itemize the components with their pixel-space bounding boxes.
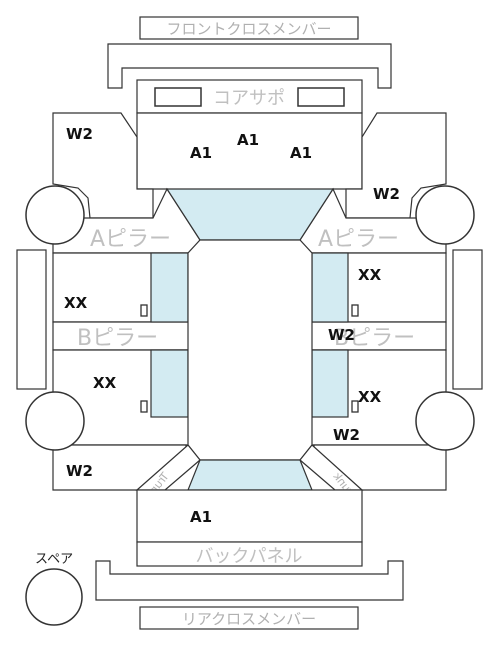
- wheel-rear-right: [415, 391, 475, 451]
- mark-w2-rear-left-quarter: W2: [66, 462, 93, 480]
- mark-w2-front-left-fender: W2: [66, 125, 93, 143]
- mark-w2-b-pillar-right: W2: [328, 326, 355, 344]
- wheel-front-left: [25, 185, 85, 245]
- trunk-lid: [136, 489, 363, 543]
- core-support-right-slot: [297, 87, 345, 107]
- front-cross-member: フロントクロスメンバー: [139, 16, 359, 40]
- mark-a1-trunk: A1: [190, 508, 212, 526]
- wheel-rear-left: [25, 391, 85, 451]
- b-pillar-left-label: Bピラー: [77, 326, 158, 351]
- spare-label: スペア: [35, 552, 73, 567]
- mark-w2-rear-right-quarter: W2: [333, 426, 360, 444]
- window-rear-left: [150, 349, 189, 418]
- spare-wheel: [25, 568, 83, 626]
- door-handle-front-left: [140, 304, 148, 317]
- mark-xx-rear-left-door: XX: [93, 374, 117, 392]
- rear-bumper-outline: [95, 560, 404, 601]
- mark-xx-front-left-door: XX: [64, 294, 88, 312]
- a-pillar-left-label: Aピラー: [90, 227, 171, 252]
- mark-a1-hood-left: A1: [190, 144, 212, 162]
- rear-cross-member-label: リアクロスメンバー: [182, 610, 316, 628]
- front-cross-member-label: フロントクロスメンバー: [166, 20, 331, 38]
- window-front-right: [311, 252, 349, 323]
- mark-a1-hood-right: A1: [290, 144, 312, 162]
- a-pillar-right-label: Aピラー: [318, 227, 399, 252]
- core-support-left-slot: [154, 87, 202, 107]
- back-panel-label: バックパネル: [195, 546, 302, 567]
- door-handle-rear-right: [351, 400, 359, 413]
- front-bumper-outline: [107, 43, 392, 89]
- rear-cross-member: リアクロスメンバー: [139, 606, 359, 630]
- mark-w2-front-right-fender: W2: [373, 185, 400, 203]
- window-rear-right: [311, 349, 349, 418]
- mark-xx-front-right-door: XX: [358, 266, 382, 284]
- window-front-left: [150, 252, 189, 323]
- back-panel: バックパネル: [136, 541, 363, 567]
- door-handle-rear-left: [140, 400, 148, 413]
- spare-tire: スペア: [25, 552, 83, 626]
- core-support: コアサポ: [136, 79, 363, 114]
- rocker-right: [452, 249, 483, 390]
- rear-window: [187, 459, 313, 491]
- b-pillar-right-label: Bピラー: [334, 326, 415, 351]
- mark-a1-hood-center: A1: [237, 131, 259, 149]
- door-handle-front-right: [351, 304, 359, 317]
- rocker-left: [16, 249, 47, 390]
- mark-xx-rear-right-door: XX: [358, 388, 382, 406]
- wheel-front-right: [415, 185, 475, 245]
- roof: [187, 239, 313, 461]
- core-support-label: コアサポ: [213, 88, 285, 109]
